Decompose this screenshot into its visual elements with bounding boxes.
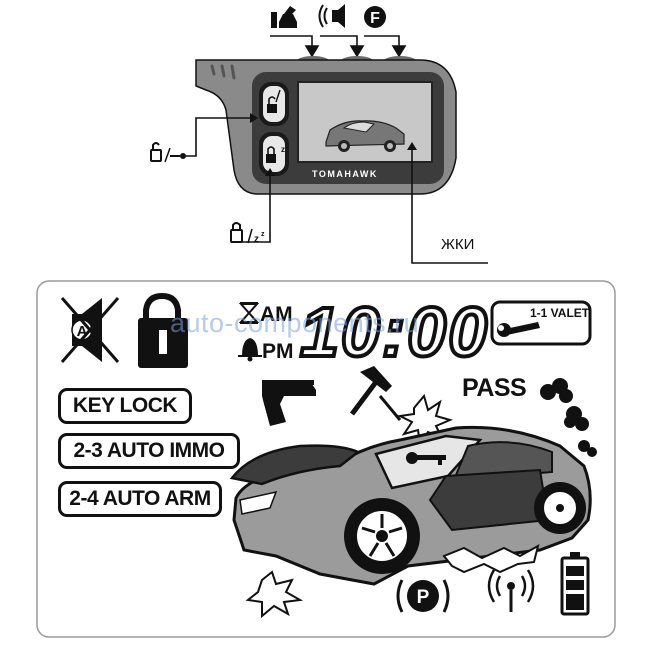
parking-letter: P — [417, 587, 430, 608]
clock-value: 10:00 — [300, 293, 489, 371]
parking-icon: P — [396, 579, 450, 613]
sports-car-icon — [229, 425, 592, 586]
hourglass-icon — [238, 302, 260, 324]
valet-label: 1-1 VALET — [530, 306, 590, 320]
button-pointers — [270, 35, 407, 58]
brand-label: TOMAHAWK — [312, 169, 378, 179]
vibration-speaker-icon — [318, 4, 345, 28]
auto-arm-badge: 2-4 AUTO ARM — [58, 481, 222, 517]
lcd-label: ЖКИ — [441, 236, 475, 253]
sound-off-icon: A — [60, 297, 120, 363]
trunk-car-icon — [271, 6, 297, 28]
svg-text:z: z — [261, 231, 265, 238]
unlock-button — [259, 82, 289, 126]
svg-text:z: z — [281, 145, 285, 154]
sound-letter: A — [77, 323, 88, 340]
clock-display: 10:00 — [298, 291, 489, 373]
key-lock-badge: KEY LOCK — [58, 388, 192, 424]
display-panel-diagram: A AM PM 10:00 1-1 VALET — [36, 280, 616, 638]
antenna-icon — [487, 569, 535, 612]
svg-text:z: z — [254, 234, 259, 245]
padlock-open-icon — [138, 292, 188, 368]
auto-immo-badge: 2-3 AUTO IMMO — [58, 433, 240, 469]
lock-pointer: z z — [230, 168, 275, 245]
function-letter: F — [370, 10, 380, 27]
battery-icon — [560, 552, 590, 616]
smoke-icon — [540, 378, 597, 457]
lcd-car-icon — [325, 120, 405, 152]
function-f-icon: F — [364, 6, 386, 28]
key-icon — [406, 452, 446, 465]
shock-burst-rear-icon — [442, 544, 540, 574]
pass-label: PASS — [462, 374, 527, 402]
key-fob-diagram: F z — [150, 4, 488, 264]
hammer-icon — [350, 366, 402, 421]
unlock-pointer — [150, 113, 258, 163]
lock-button: z — [259, 132, 289, 176]
am-label: AM — [260, 303, 293, 326]
watermark: auto-components.ru — [170, 308, 420, 338]
bell-icon — [238, 338, 262, 362]
shock-burst-front-icon — [245, 570, 304, 619]
pistol-icon — [262, 380, 316, 426]
lcd-pointer — [407, 142, 488, 264]
pm-label: PM — [262, 340, 294, 363]
valet-badge: 1-1 VALET — [490, 300, 592, 346]
